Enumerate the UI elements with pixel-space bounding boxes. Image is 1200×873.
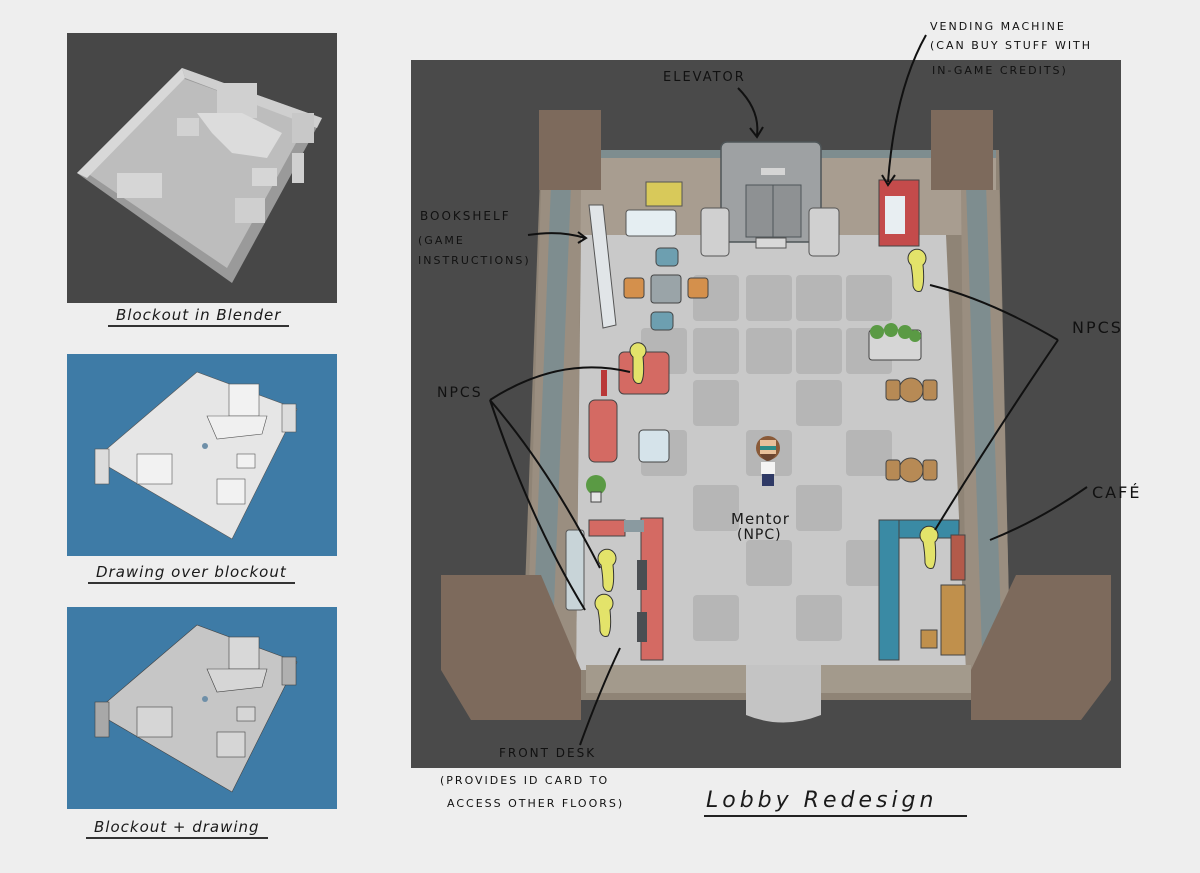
page-title: Lobby Redesign — [704, 788, 968, 817]
label-bookshelf-line3: INSTRUCTIONS) — [418, 254, 531, 267]
caption-blender-blockout: Blockout in Blender — [108, 306, 290, 327]
caption-blockout-plus-drawing: Blockout + drawing — [86, 818, 268, 839]
sofa — [588, 399, 618, 463]
entrance — [746, 665, 821, 723]
npc-figures — [594, 248, 939, 637]
front-wall-left — [586, 665, 746, 693]
label-npcs-right: NPCS — [1072, 318, 1123, 337]
pillar-bottom-left — [441, 575, 581, 720]
label-npcs-left: NPCS — [437, 385, 483, 401]
floor-tiles — [641, 275, 892, 641]
blockout-plus-drawing-image — [94, 624, 298, 793]
label-front-desk: FRONT DESK — [499, 746, 597, 760]
label-elevator: ELEVATOR — [663, 70, 746, 85]
thumbnail-blockout-plus-drawing — [67, 607, 337, 809]
front-wall-right — [821, 665, 971, 693]
label-bookshelf-line1: BOOKSHELF — [420, 209, 511, 223]
pillar-bottom-right — [971, 575, 1111, 720]
label-vending-line1: VENDING MACHINE — [930, 20, 1066, 33]
label-vending-line2: (CAN BUY STUFF WITH — [930, 39, 1093, 52]
label-bookshelf-line2: (GAME — [418, 234, 465, 247]
drawing-over-blockout-image — [94, 371, 298, 540]
label-front-desk-note-line2: ACCESS OTHER FLOORS) — [447, 797, 625, 810]
lobby-illustration — [411, 60, 1121, 768]
pillar-top-right — [931, 110, 993, 190]
label-vending-line3: IN-GAME CREDITS) — [932, 64, 1068, 77]
label-mentor-line1: Mentor — [731, 510, 790, 528]
thumbnail-drawing-over-blockout — [67, 354, 337, 556]
mentor-npc — [756, 436, 780, 486]
label-mentor-line2: (NPC) — [737, 527, 782, 543]
blender-blockout-image — [77, 68, 322, 283]
pillar-top-left — [539, 110, 601, 190]
label-front-desk-note-line1: (PROVIDES ID CARD TO — [440, 774, 610, 787]
front-desk — [588, 519, 626, 537]
caption-drawing-over-blockout: Drawing over blockout — [88, 563, 295, 584]
lobby-floorplan-art — [441, 110, 1111, 723]
thumbnail-blender-blockout — [67, 33, 337, 303]
bookshelf — [588, 204, 617, 329]
label-cafe: CAFÉ — [1092, 483, 1142, 502]
